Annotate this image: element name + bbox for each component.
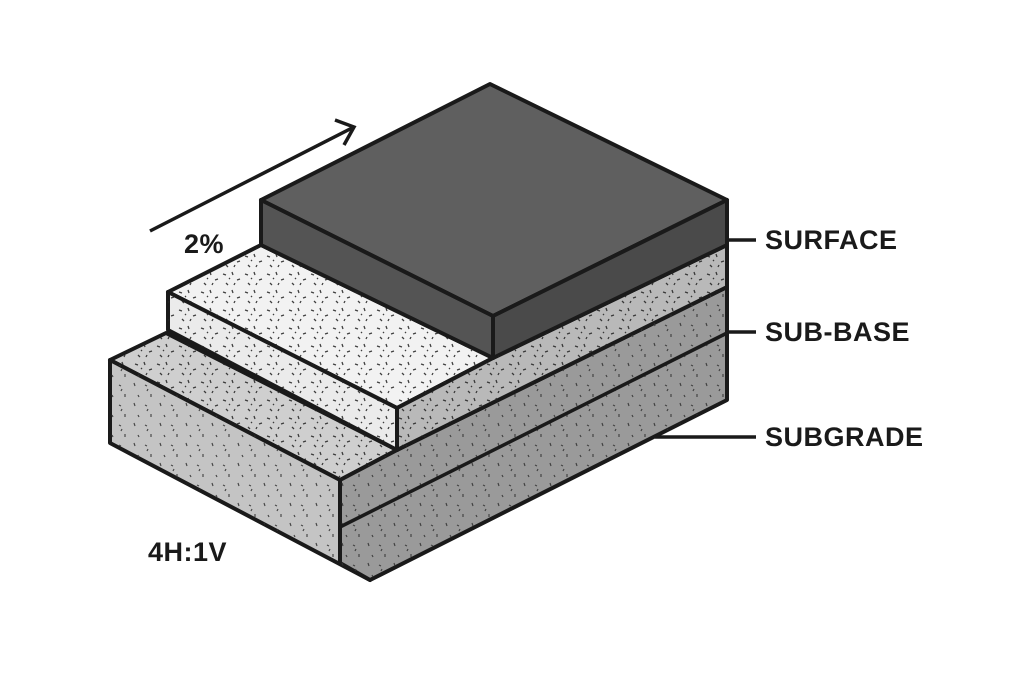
sub-base-label: SUB-BASE xyxy=(765,317,911,347)
slope-label: 2% xyxy=(184,229,225,259)
subgrade-label: SUBGRADE xyxy=(765,422,924,452)
side-slope-label: 4H:1V xyxy=(148,537,228,567)
slope-arrow-icon xyxy=(149,118,357,233)
subgrade-mid-line xyxy=(339,331,728,529)
surface-label: SURFACE xyxy=(765,225,898,255)
